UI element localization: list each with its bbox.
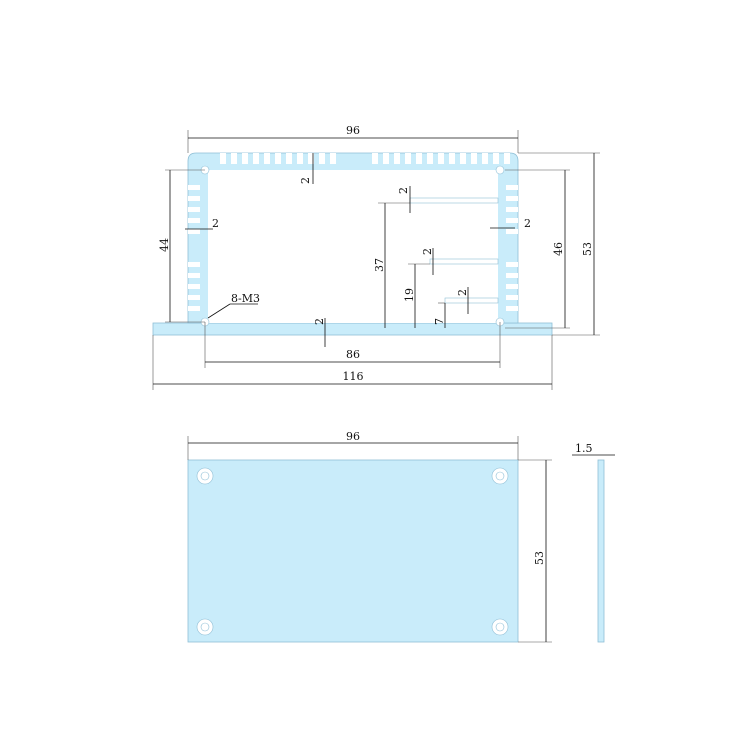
cover-plate-face: [187, 459, 519, 643]
fin-gap: [330, 153, 336, 164]
dim-86: 86: [346, 348, 360, 361]
cover-dim-thickness: 1.5: [575, 442, 593, 455]
base-flange: [152, 322, 553, 336]
cover-dim-53: 53: [533, 551, 546, 565]
fin-gap: [506, 229, 518, 234]
dim-44: 44: [158, 238, 171, 252]
fin-gap: [394, 153, 400, 164]
fin-gap: [506, 196, 518, 201]
fin-gap: [416, 153, 422, 164]
fin-gap: [188, 185, 200, 190]
dim-116: 116: [343, 370, 364, 383]
dim-slot3: 2: [456, 289, 469, 296]
pcb-slot: [429, 258, 499, 265]
fin-gap: [275, 153, 281, 164]
fin-gap: [427, 153, 433, 164]
fin-gap: [438, 153, 444, 164]
pcb-slot: [444, 297, 499, 304]
fin-gap: [286, 153, 292, 164]
hole-note: 8-M3: [231, 292, 260, 305]
cover-plate: 96 53 1.5: [187, 430, 615, 643]
fin-gap: [506, 273, 518, 278]
fin-gap: [493, 153, 499, 164]
fin-gap: [188, 273, 200, 278]
dim-slot2: 2: [421, 248, 434, 255]
fin-gap: [231, 153, 237, 164]
dim-19: 19: [403, 288, 416, 302]
fin-gap: [471, 153, 477, 164]
dim-slot1: 2: [397, 187, 410, 194]
extrusion-profile: [152, 152, 553, 336]
fin-gap: [188, 229, 200, 234]
fin-gap: [297, 153, 303, 164]
fin-gap: [460, 153, 466, 164]
dim-bottom-wall: 2: [313, 318, 326, 325]
fin-gap: [405, 153, 411, 164]
fin-gap: [383, 153, 389, 164]
fin-gap: [264, 153, 270, 164]
fin-gap: [372, 153, 378, 164]
fin-gap: [506, 284, 518, 289]
fin-gap: [188, 295, 200, 300]
fin-gap: [188, 284, 200, 289]
fin-gap: [482, 153, 488, 164]
fin-gap: [220, 153, 226, 164]
fin-gap: [449, 153, 455, 164]
fin-gap: [308, 153, 314, 164]
fin-gap: [188, 262, 200, 267]
dim-left-wall: 2: [212, 217, 219, 230]
dim-right-wall: 2: [524, 217, 531, 230]
fin-gap: [506, 218, 518, 223]
fin-gap: [253, 153, 259, 164]
dim-7: 7: [433, 318, 446, 325]
cover-dim-96: 96: [346, 430, 360, 443]
fin-gap: [506, 207, 518, 212]
fin-gap: [506, 185, 518, 190]
pcb-slot: [409, 197, 499, 204]
profile-cavity: [208, 170, 498, 323]
fin-gap: [506, 306, 518, 311]
fin-gap: [188, 306, 200, 311]
fin-gap: [319, 153, 325, 164]
fin-gap: [188, 196, 200, 201]
fin-gap: [188, 207, 200, 212]
fin-gap: [242, 153, 248, 164]
dimensions: 96 2 44 2 8-M3 2 37 2 19 2 7 2 2 46 53: [152, 124, 600, 390]
fin-gap: [188, 218, 200, 223]
dim-top-wall: 2: [299, 177, 312, 184]
screw-hole: [495, 165, 505, 175]
dim-46: 46: [552, 242, 565, 256]
dim-53: 53: [581, 242, 594, 256]
dim-96: 96: [346, 124, 360, 137]
cover-side-view: [597, 459, 605, 643]
fin-gap: [506, 295, 518, 300]
dim-37: 37: [373, 258, 386, 272]
fin-gap: [506, 262, 518, 267]
fin-gap: [504, 153, 510, 164]
